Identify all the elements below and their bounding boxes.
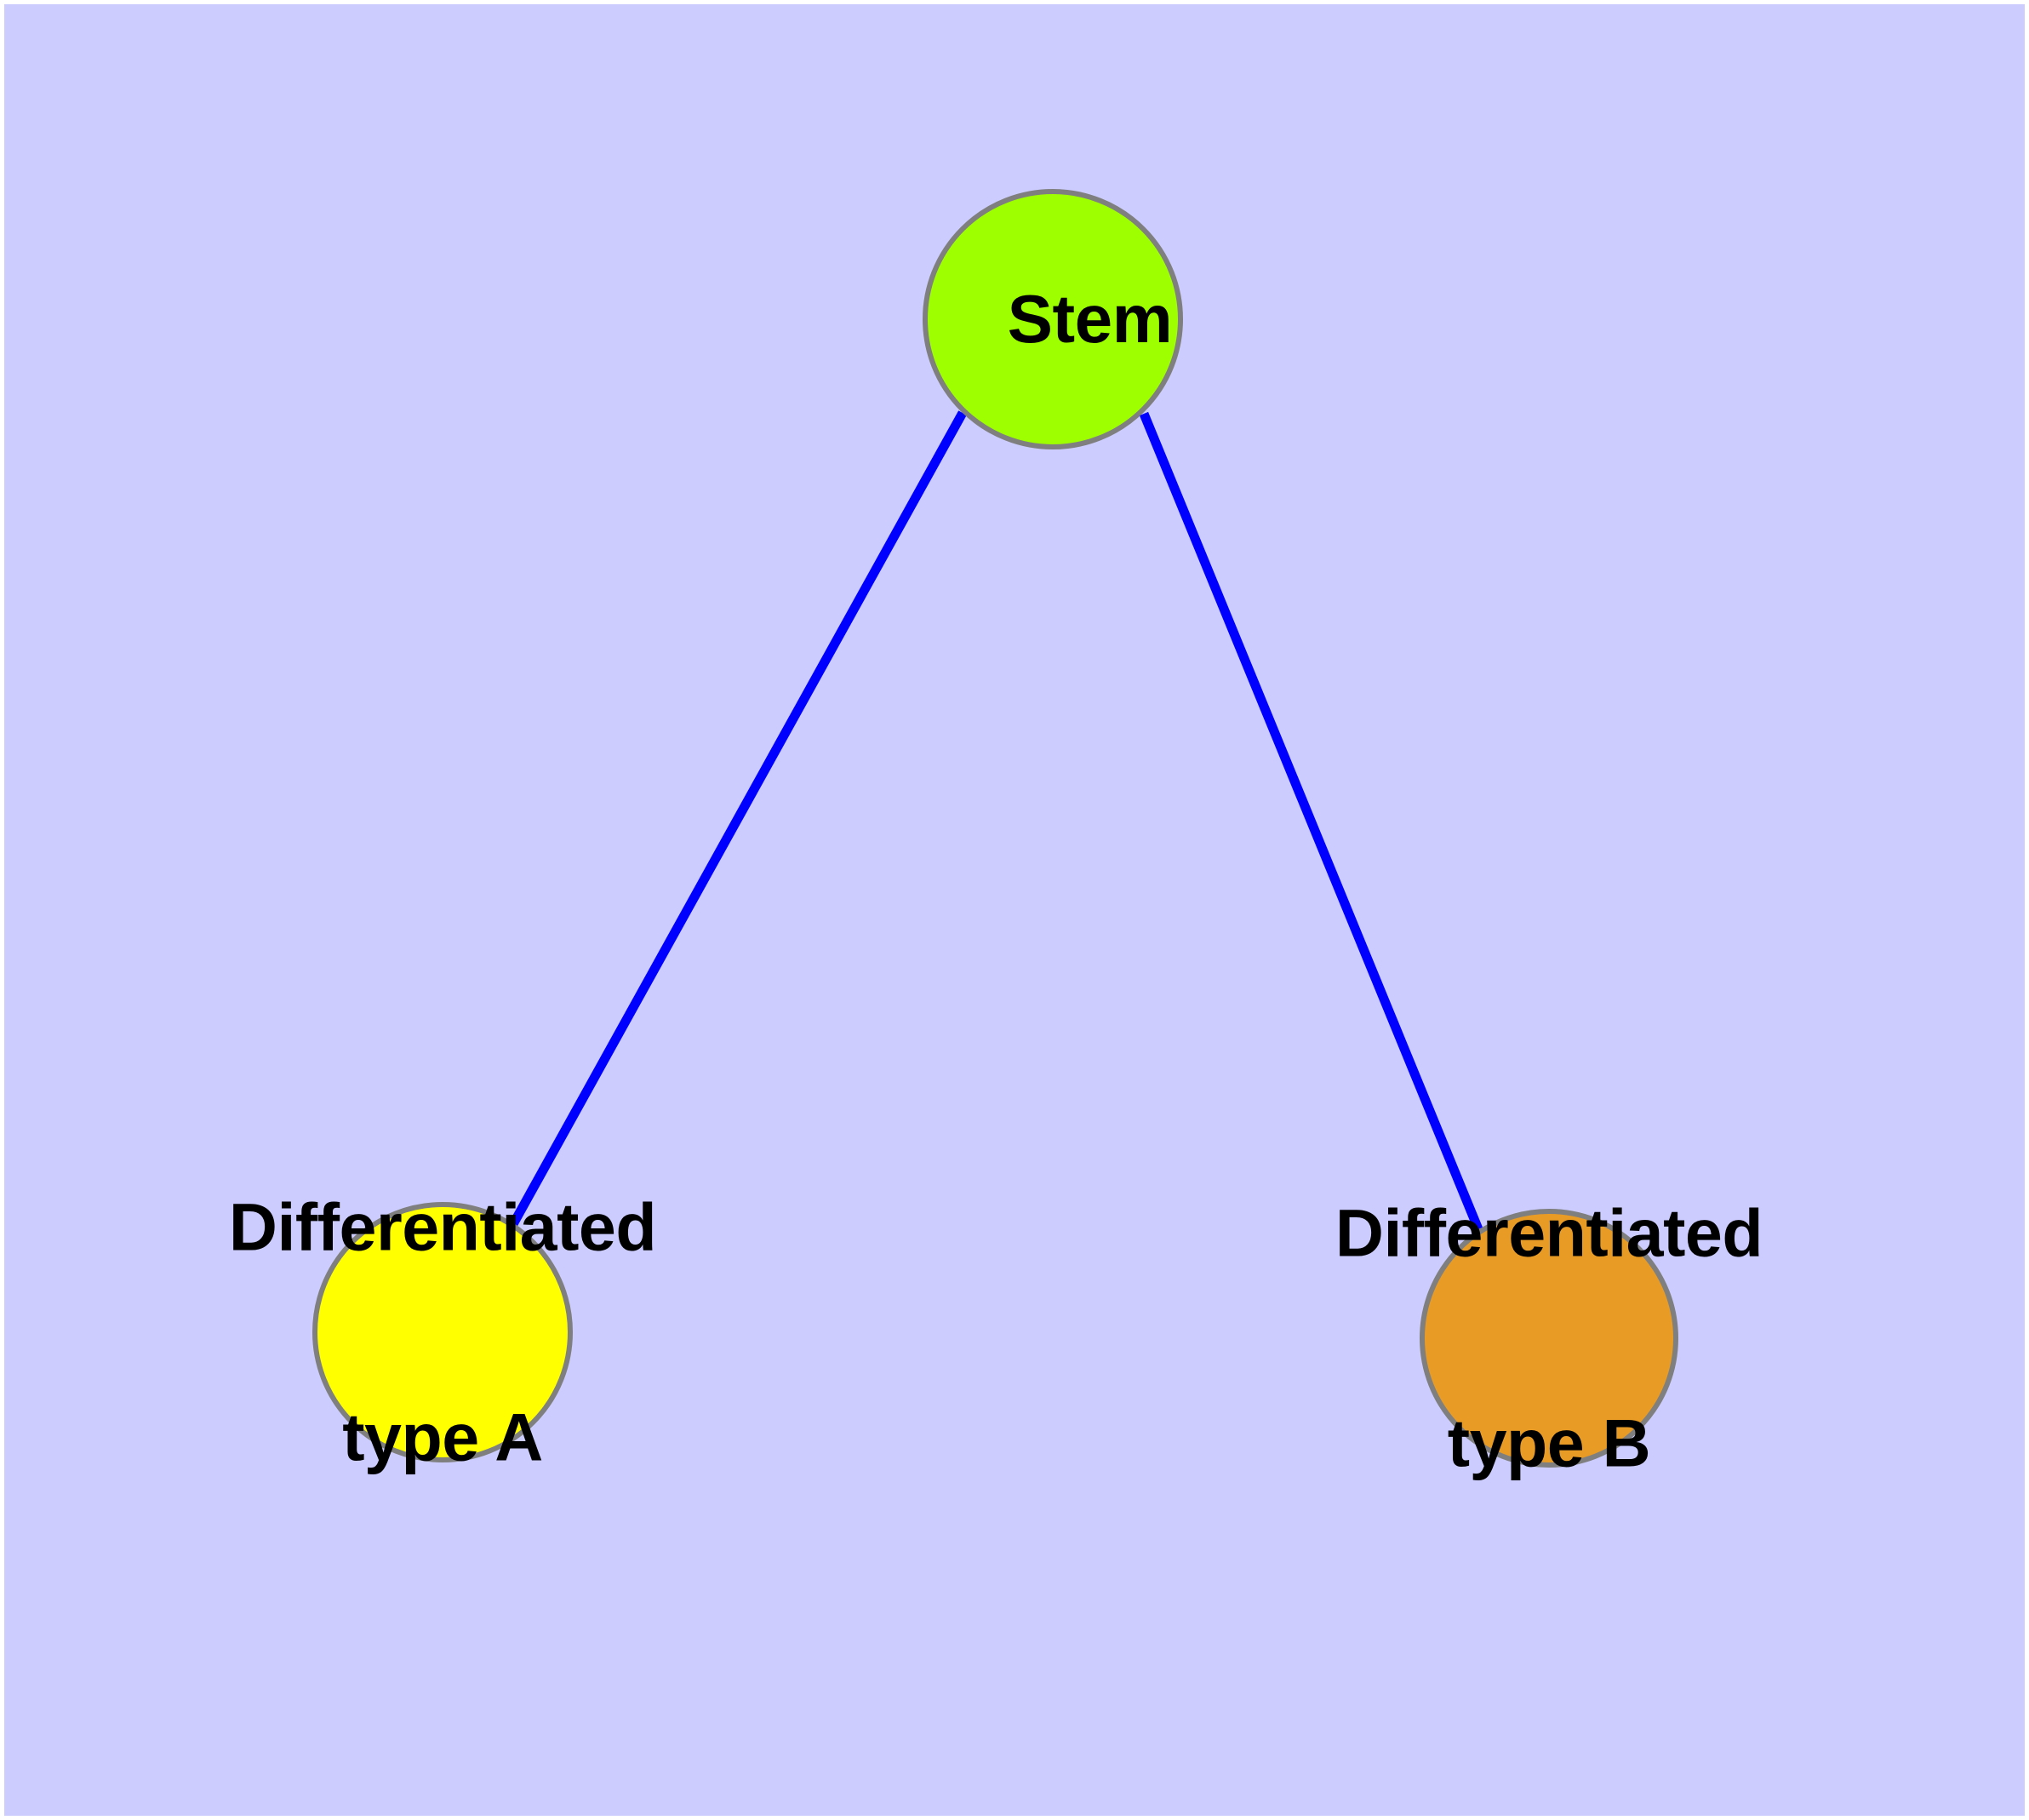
node-group — [312, 189, 1678, 1468]
edge-group — [509, 410, 1483, 1232]
edge-stem-to-diff-a[interactable] — [509, 410, 967, 1227]
edge-stem-to-diff-b[interactable] — [1139, 411, 1483, 1232]
node-differentiated-type-b[interactable] — [1420, 1209, 1678, 1468]
node-differentiated-type-a[interactable] — [312, 1202, 573, 1462]
node-stem[interactable] — [923, 189, 1183, 449]
